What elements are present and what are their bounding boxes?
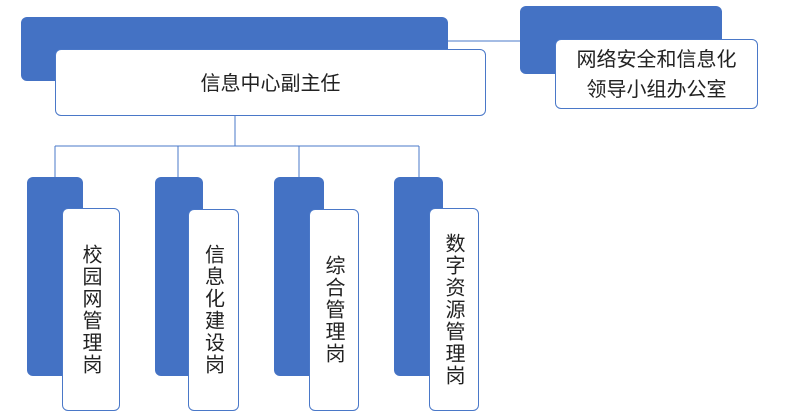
position-node-3[interactable]: 综合管理岗: [309, 209, 359, 411]
position-1-label: 校园网管理岗: [79, 243, 103, 376]
director-title: 信息中心副主任: [200, 70, 341, 95]
position-node-4[interactable]: 数字资源管理岗: [429, 208, 479, 411]
position-node-1[interactable]: 校园网管理岗: [62, 208, 120, 411]
advisor-node[interactable]: 网络安全和信息化 领导小组办公室: [555, 39, 758, 109]
director-node[interactable]: 信息中心副主任: [55, 49, 486, 116]
position-2-label: 信息化建设岗: [201, 244, 226, 376]
position-4-label: 数字资源管理岗: [442, 232, 466, 387]
position-3-label: 综合管理岗: [322, 255, 346, 365]
position-node-2[interactable]: 信息化建设岗: [188, 209, 239, 411]
advisor-label: 网络安全和信息化 领导小组办公室: [576, 47, 737, 101]
